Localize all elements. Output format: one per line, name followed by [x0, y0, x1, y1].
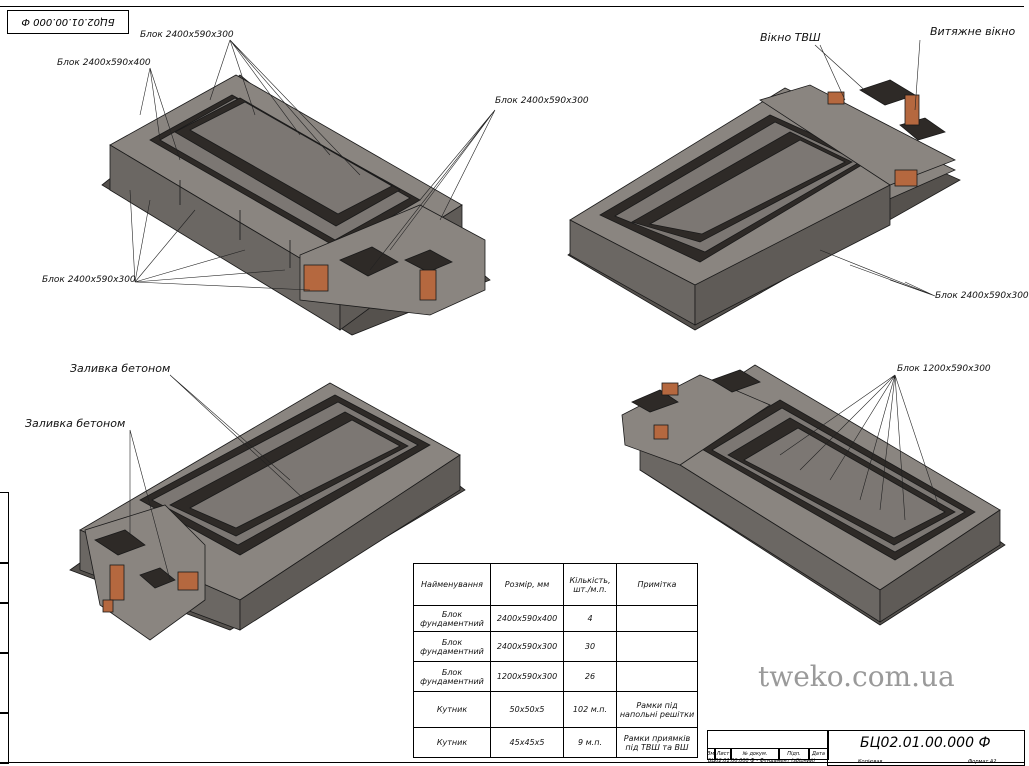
spec-cell: Блок фундаментний — [413, 605, 491, 632]
title-block-subtitle: БЦ02.01.00.000 Ф - Фундамент (збірний) — [708, 758, 816, 764]
spec-cell: 26 — [563, 661, 617, 692]
spec-header-note: Примітка — [616, 563, 698, 606]
brick-insert-1 — [303, 264, 329, 292]
side-stamp-3 — [0, 602, 9, 654]
spec-cell: Блок фундаментний — [413, 661, 491, 692]
rib-2 — [189, 419, 401, 529]
brick-insert-3 — [102, 599, 114, 613]
side-stamp-2 — [0, 562, 9, 604]
spec-header-qty: Кількість, шт./м.п. — [563, 563, 617, 606]
label-tvsh-window: Вікно ТВШ — [760, 31, 821, 44]
spec-cell: 102 м.п. — [563, 691, 617, 728]
leader-lines — [129, 39, 941, 581]
specification-table: Найменування Розмір, мм Кількість, шт./м… — [413, 563, 698, 758]
side-stamp-5 — [0, 712, 9, 764]
brick-insert-1 — [827, 91, 845, 105]
rib-2 — [648, 139, 846, 235]
pit-hole-2 — [711, 369, 761, 393]
tb-col-sign: Підп. — [778, 748, 810, 760]
right-wall — [694, 184, 891, 326]
brick-insert-1 — [109, 564, 125, 601]
label-block-2400x590x400: Блок 2400х590х400 — [57, 58, 151, 68]
title-block-code: БЦ02.01.00.000 Ф — [860, 735, 991, 751]
spec-cell: 2400х590х400 — [490, 605, 564, 632]
side-stamp-4 — [0, 652, 9, 714]
table-row: Блок фундаментний 2400х590х400 4 — [413, 605, 698, 632]
spec-cell: 1200х590х300 — [490, 661, 564, 692]
cross-beam — [759, 84, 956, 186]
side-stamp-1 — [0, 492, 9, 564]
spec-cell — [616, 631, 698, 662]
spec-cell: Кутник — [413, 727, 491, 758]
spec-cell: 50х50х5 — [490, 691, 564, 728]
brick-insert-1 — [661, 382, 679, 396]
spec-cell: 2400х590х300 — [490, 631, 564, 662]
right-wall — [879, 509, 1001, 623]
label-block-2400x590x300-b: Блок 2400х590х300 — [495, 96, 589, 106]
title-block-format: Формат А2 — [968, 759, 997, 765]
spec-cell: Рамки під напольні решітки — [616, 691, 698, 728]
spec-cell: Рамки приямків під ТВШ та ВШ — [616, 727, 698, 758]
spec-header-size: Розмір, мм — [490, 563, 564, 606]
label-exhaust-window: Витяжне вікно — [930, 25, 1016, 38]
spec-cell — [616, 661, 698, 692]
brick-insert-2 — [419, 269, 437, 301]
rib-2 — [743, 427, 946, 539]
foundation-bottom-right — [621, 364, 1006, 626]
tb-col-date: Дата — [808, 748, 829, 760]
spec-cell: 9 м.п. — [563, 727, 617, 758]
foundation-bottom-left — [69, 382, 466, 641]
pit-hole-1 — [631, 389, 679, 413]
spec-cell: 4 — [563, 605, 617, 632]
pit-hole-1 — [339, 246, 399, 277]
label-concrete-fill-a: Заливка бетоном — [70, 362, 171, 375]
tb-col-doc: № докум. — [730, 748, 780, 760]
foundation-top-right — [567, 79, 961, 331]
tb-col-change: Зм. — [707, 748, 716, 760]
label-block-2400x590x300-a: Блок 2400х590х300 — [140, 30, 234, 40]
pit-hole-2 — [404, 249, 453, 273]
right-wall — [239, 454, 461, 631]
brick-insert-3 — [894, 169, 918, 187]
spec-cell: Блок фундаментний — [413, 631, 491, 662]
title-block-grid — [707, 730, 829, 759]
pit-hole-1 — [94, 529, 146, 556]
label-block-1200x590x300: Блок 1200х590х300 — [897, 364, 991, 374]
spec-cell: 30 — [563, 631, 617, 662]
spec-cell: 45х45х5 — [490, 727, 564, 758]
brick-insert-2 — [904, 94, 920, 126]
tb-col-sheet: Лист — [714, 748, 732, 760]
title-block-copied: Копіював — [858, 759, 883, 765]
frame-bottom — [0, 762, 1024, 763]
foundation-top-left — [101, 74, 491, 336]
spec-header-name: Найменування — [413, 563, 491, 606]
watermark: tweko.com.ua — [758, 660, 955, 693]
brick-insert-2 — [177, 571, 199, 591]
table-row: Кутник 45х45х5 9 м.п. Рамки приямків під… — [413, 727, 698, 758]
frame-top — [0, 6, 1024, 7]
table-row: Кутник 50х50х5 102 м.п. Рамки під наполь… — [413, 691, 698, 728]
spec-cell — [616, 605, 698, 632]
table-row: Блок фундаментний 2400х590х300 30 — [413, 631, 698, 662]
pit-hole-2 — [139, 567, 176, 589]
rib-2 — [189, 101, 393, 215]
label-concrete-fill-b: Заливка бетоном — [25, 417, 126, 430]
label-block-2400x590x300-c: Блок 2400х590х300 — [42, 275, 136, 285]
brick-insert-2 — [653, 424, 669, 440]
spec-cell: Кутник — [413, 691, 491, 728]
label-block-2400x590x300-d: Блок 2400х590х300 — [935, 291, 1029, 301]
table-row: Блок фундаментний 1200х590х300 26 — [413, 661, 698, 692]
